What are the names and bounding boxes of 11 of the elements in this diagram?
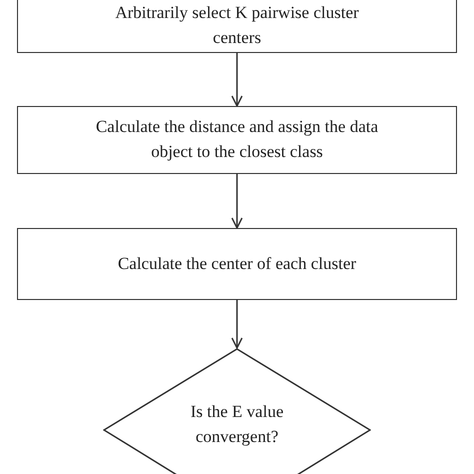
- process-box: [17, 106, 457, 174]
- arrow: [231, 174, 243, 229]
- step-text: Calculate the center of each cluster: [118, 252, 356, 275]
- step-text: Is the E value convergent?: [190, 401, 284, 448]
- step-text: Arbitrarily select K pairwise cluster centers: [114, 2, 360, 49]
- process-box: [17, 228, 457, 300]
- step-text: Calculate the distance and assign the data object to the closest class: [94, 116, 380, 163]
- arrow: [231, 53, 243, 107]
- process-box: [17, 0, 457, 53]
- decision-diamond: [103, 348, 371, 474]
- arrow: [231, 300, 243, 349]
